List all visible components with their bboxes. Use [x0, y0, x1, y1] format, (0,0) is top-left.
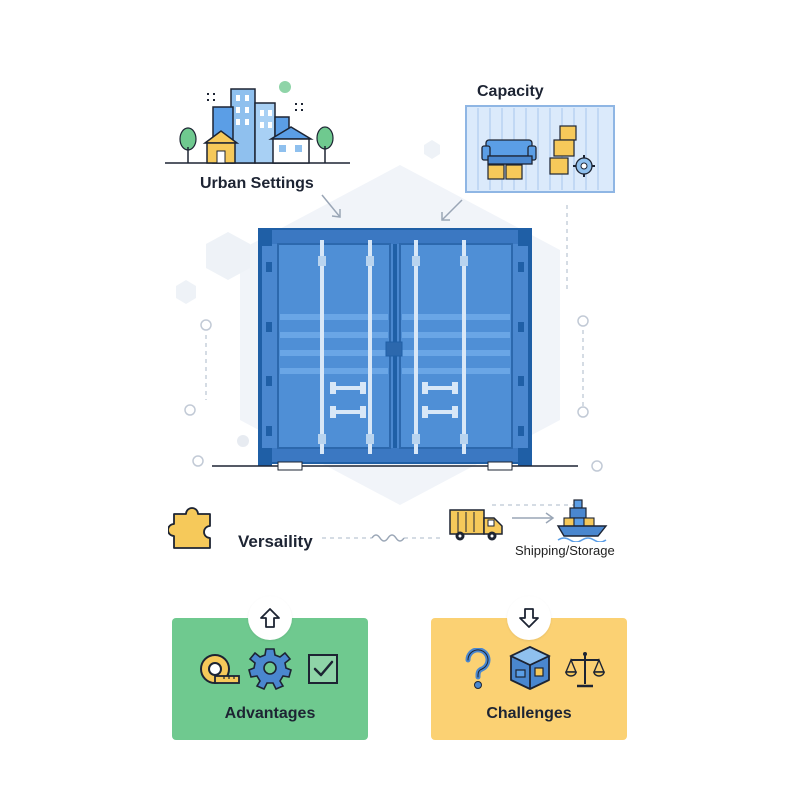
balance-scale-icon — [565, 652, 605, 688]
city-buildings-icon — [165, 81, 350, 164]
tape-measure-icon — [200, 654, 240, 684]
advantages-card: Advantages — [172, 596, 368, 740]
arrow-down-icon — [519, 608, 539, 628]
urban-settings-label: Urban Settings — [200, 175, 314, 192]
arrow-up-icon — [260, 608, 280, 628]
shipping-container — [258, 228, 532, 466]
question-mark-icon — [465, 648, 491, 689]
advantages-title: Advantages — [224, 705, 316, 722]
capacity-label: Capacity — [477, 83, 544, 100]
cargo-ship-icon — [556, 499, 608, 542]
truck-icon — [449, 509, 503, 541]
challenges-title: Challenges — [486, 705, 572, 722]
versatility-label: Versaility — [238, 532, 313, 551]
shipping-storage-label: Shipping/Storage — [515, 543, 615, 558]
advantages-badge — [248, 596, 292, 640]
gear-icon — [248, 648, 292, 690]
ground-line — [212, 461, 578, 471]
challenges-card: Challenges — [431, 596, 627, 740]
checkbox-icon — [308, 654, 338, 684]
capacity-container-icon — [465, 105, 615, 193]
puzzle-piece-icon — [168, 507, 211, 549]
stacked-boxes-icon — [509, 646, 551, 690]
challenges-badge — [507, 596, 551, 640]
